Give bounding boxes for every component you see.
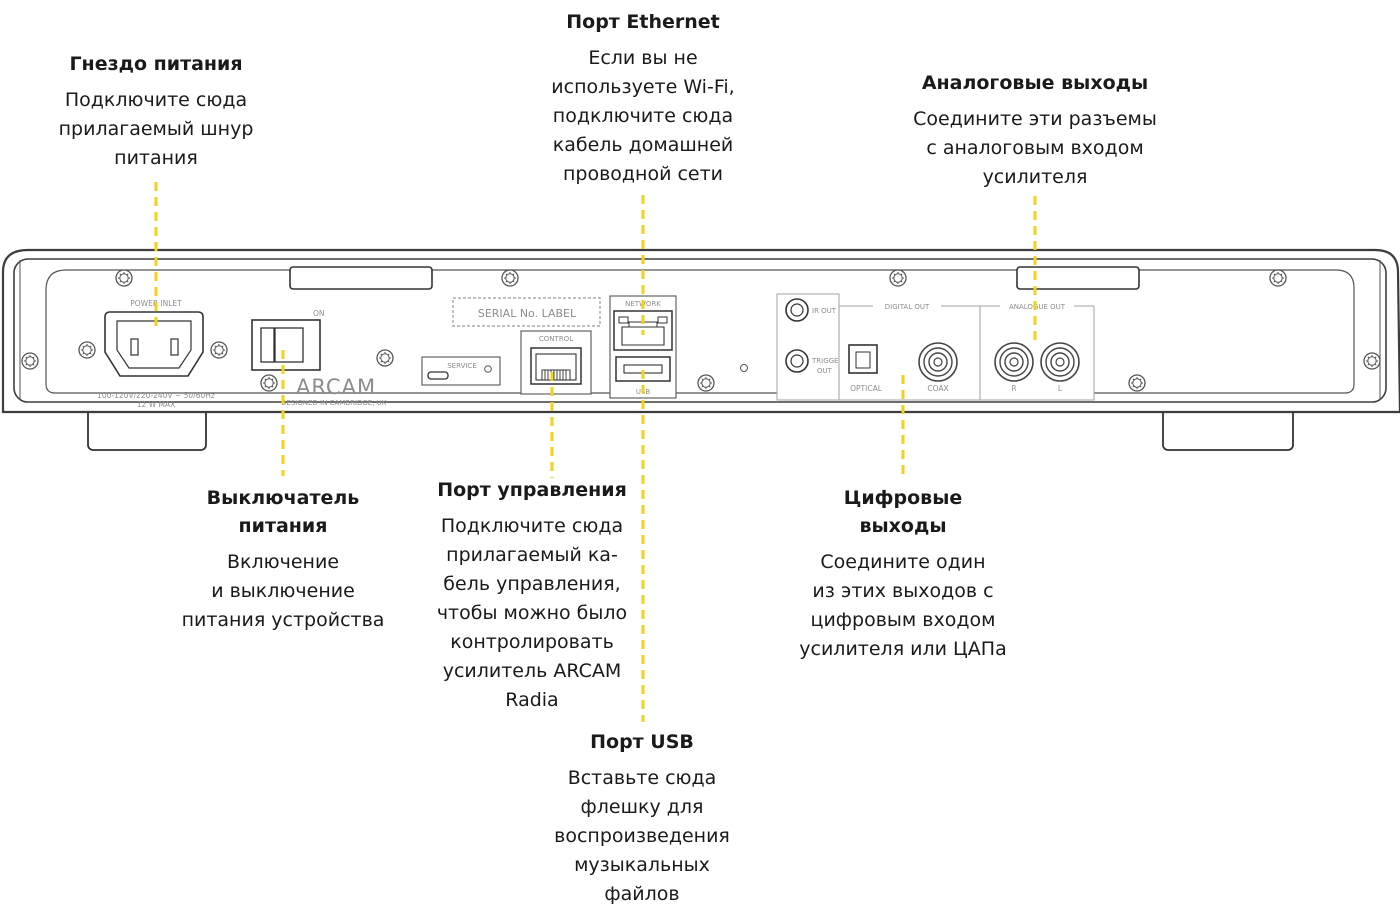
title-line: питания [238,515,328,537]
body-line: Radia [505,689,559,711]
title-line: Выключатель [206,487,360,509]
trigger-label: TRIGGER [811,357,843,365]
body-line: прилагаемый ка- [446,544,618,566]
body-line: Если вы не [588,47,698,69]
body-line: подключите сюда [552,105,734,127]
callout-title: Порт USB [522,728,762,756]
body-line: прилагаемый шнур [58,118,254,140]
serial-label: SERIAL No. LABEL [478,307,577,320]
body-line: проводной сети [562,163,724,185]
body-line: Подключите сюда [440,515,624,537]
callout-body: Включение и выключение питания устройств… [158,548,408,635]
body-line: питания [114,147,198,169]
callout-control: Порт управления Подключите сюда прилагае… [412,476,652,715]
callout-digital: Цифровые выходы Соедините один из этих в… [773,484,1033,664]
body-line: файлов [604,883,680,905]
callout-ethernet: Порт Ethernet Если вы не используете Wi-… [523,8,763,189]
body-line: воспроизведения [554,825,730,847]
body-line: бель управления, [443,573,621,595]
callout-power-inlet: Гнездо питания Подключите сюда прилагаем… [36,50,276,173]
callout-title: Порт управления [412,476,652,504]
title-line: выходы [859,515,947,537]
body-line: Включение [226,551,340,573]
body-line: усилителя [982,166,1088,188]
ir-out-label: IR OUT [812,307,837,315]
control-label: CONTROL [539,335,573,343]
designed-label: DESIGNED IN CAMBRIDGE, UK [281,399,387,407]
right-channel-label: R [1011,384,1016,393]
voltage-label: 100-120V/220-240V ~ 50/60Hz [97,391,215,400]
body-line: Соедините один [820,551,986,573]
callout-title: Цифровые выходы [773,484,1033,540]
body-line: используете Wi-Fi, [551,76,735,98]
service-port-panel [421,356,501,386]
body-line: цифровым входом [810,609,996,631]
coax-jack [918,342,958,382]
title-line: Порт управления [437,479,627,501]
body-line: питания устройства [181,609,385,631]
callout-title: Аналоговые выходы [895,69,1175,97]
serial-label-box [452,297,601,327]
trigger-out-label: OUT [817,367,833,375]
left-channel-label: L [1058,384,1063,393]
body-line: и выключение [211,580,355,602]
callout-title: Гнездо питания [36,50,276,78]
body-line: из этих выходов с [812,580,994,602]
analogue-out-label: ANALOGUE OUT [1009,303,1066,311]
body-line: усилителя или ЦАПа [799,638,1007,660]
title-line: Гнездо питания [69,53,243,75]
optical-label: OPTICAL [850,384,883,393]
callout-body: Соедините эти разъемы с аналоговым входо… [895,105,1175,192]
callout-body: Соедините один из этих выходов с цифровы… [773,548,1033,664]
callout-power-switch: Выключатель питания Включение и выключен… [158,484,408,635]
service-label: SERVICE [447,362,477,370]
body-line: Вставьте сюда [567,767,717,789]
body-line: флешку для [580,796,704,818]
callout-body: Подключите сюда прилагаемый ка- бель упр… [412,512,652,715]
callout-usb: Порт USB Вставьте сюда флешку для воспро… [522,728,762,909]
max-power-label: 12 W MAX [137,400,175,409]
callout-body: Вставьте сюда флешку для воспроизведения… [522,764,762,909]
brand-logo: ARCAM [296,375,376,399]
digital-out-label: DIGITAL OUT [885,303,930,311]
on-label: ON [313,309,325,318]
callout-analogue: Аналоговые выходы Соедините эти разъемы … [895,69,1175,192]
callout-body: Если вы не используете Wi-Fi, подключите… [523,44,763,189]
top-handle-left [289,266,433,290]
analogue-r-jack [994,342,1034,382]
rear-panel-face [45,269,1355,394]
callout-title: Выключатель питания [158,484,408,540]
body-line: чтобы можно было [436,602,628,624]
body-line: усилитель ARCAM [442,660,622,682]
callout-title: Порт Ethernet [523,8,763,36]
coax-label: COAX [927,384,948,393]
title-line: Цифровые [843,487,963,509]
analogue-l-jack [1040,342,1080,382]
body-line: Подключите сюда [64,89,248,111]
title-line: Порт USB [590,731,694,753]
body-line: музыкальных [574,854,710,876]
title-line: Аналоговые выходы [921,72,1149,94]
callout-body: Подключите сюда прилагаемый шнур питания [36,86,276,173]
body-line: кабель домашней [552,134,734,156]
top-handle-right [1016,266,1140,290]
body-line: Соедините эти разъемы [913,108,1157,130]
title-line: Порт Ethernet [566,11,720,33]
body-line: контролировать [450,631,614,653]
body-line: с аналоговым входом [926,137,1144,159]
